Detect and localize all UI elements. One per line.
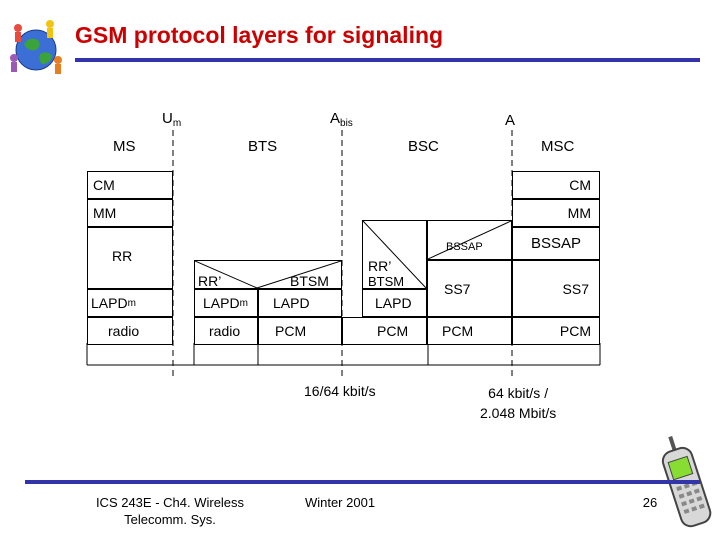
node-bsc-label: BSC [408, 138, 439, 155]
bsc-split-line [363, 221, 426, 288]
ms-cm-layer: CM [87, 171, 173, 199]
node-msc-label: MSC [541, 138, 575, 155]
bts-pcm-layer: PCM [258, 317, 342, 345]
bsc-rr-prime-label: RR’ [368, 258, 392, 274]
msc-mm-layer: MM [512, 199, 600, 227]
msc-pcm-layer: PCM [512, 317, 600, 345]
ms-radio-layer: radio [87, 317, 173, 345]
bts-btsm-label: BTSM [290, 273, 329, 289]
bsc-lapd-layer: LAPD [362, 289, 427, 317]
bts-rr-btsm-layer: RR’ BTSM [194, 260, 342, 289]
abis-rate-label: 16/64 kbit/s [304, 383, 376, 399]
node-bts-label: BTS [248, 138, 278, 155]
bts-lapd-layer: LAPD [258, 289, 342, 317]
globe-people-icon [10, 20, 62, 74]
ms-rr-layer: RR [87, 227, 173, 289]
bsc-pcm-left-layer: PCM [342, 317, 427, 345]
bsc-bssap-label: BSSAP [446, 241, 483, 253]
ms-mm-layer: MM [87, 199, 173, 227]
bts-rr-prime-label: RR’ [198, 273, 222, 289]
bsc-bssap-split-line [428, 221, 511, 259]
footer-rule [25, 480, 700, 484]
bsc-btsm-label: BTSM [368, 274, 405, 289]
bsc-rr-btsm-layer: RR’ BTSM [362, 220, 427, 289]
footer-term: Winter 2001 [304, 495, 376, 510]
bsc-ss7-layer: SS7 [427, 260, 512, 317]
abis-interface-label: Abis [330, 110, 353, 129]
msc-ss7-layer: SS7 [512, 260, 600, 317]
title-rule [75, 58, 700, 62]
node-ms-label: MS [113, 138, 136, 155]
a-rate-label: 64 kbit/s / 2.048 Mbit/s [480, 385, 557, 421]
a-interface-label: A [505, 112, 516, 129]
footer-course: ICS 243E - Ch4. Wireless Telecomm. Sys. [95, 495, 245, 527]
bts-split-lines [195, 261, 341, 288]
bts-radio-layer: radio [194, 317, 258, 345]
bsc-bssap-layer: BSSAP [427, 220, 512, 260]
um-interface-label: Um [162, 110, 182, 129]
msc-cm-layer: CM [512, 171, 600, 199]
bsc-pcm-right-layer: PCM [427, 317, 512, 345]
page-title: GSM protocol layers for signaling [75, 22, 444, 48]
msc-bssap-layer: BSSAP [512, 227, 600, 260]
footer-page-number: 26 [642, 495, 658, 510]
